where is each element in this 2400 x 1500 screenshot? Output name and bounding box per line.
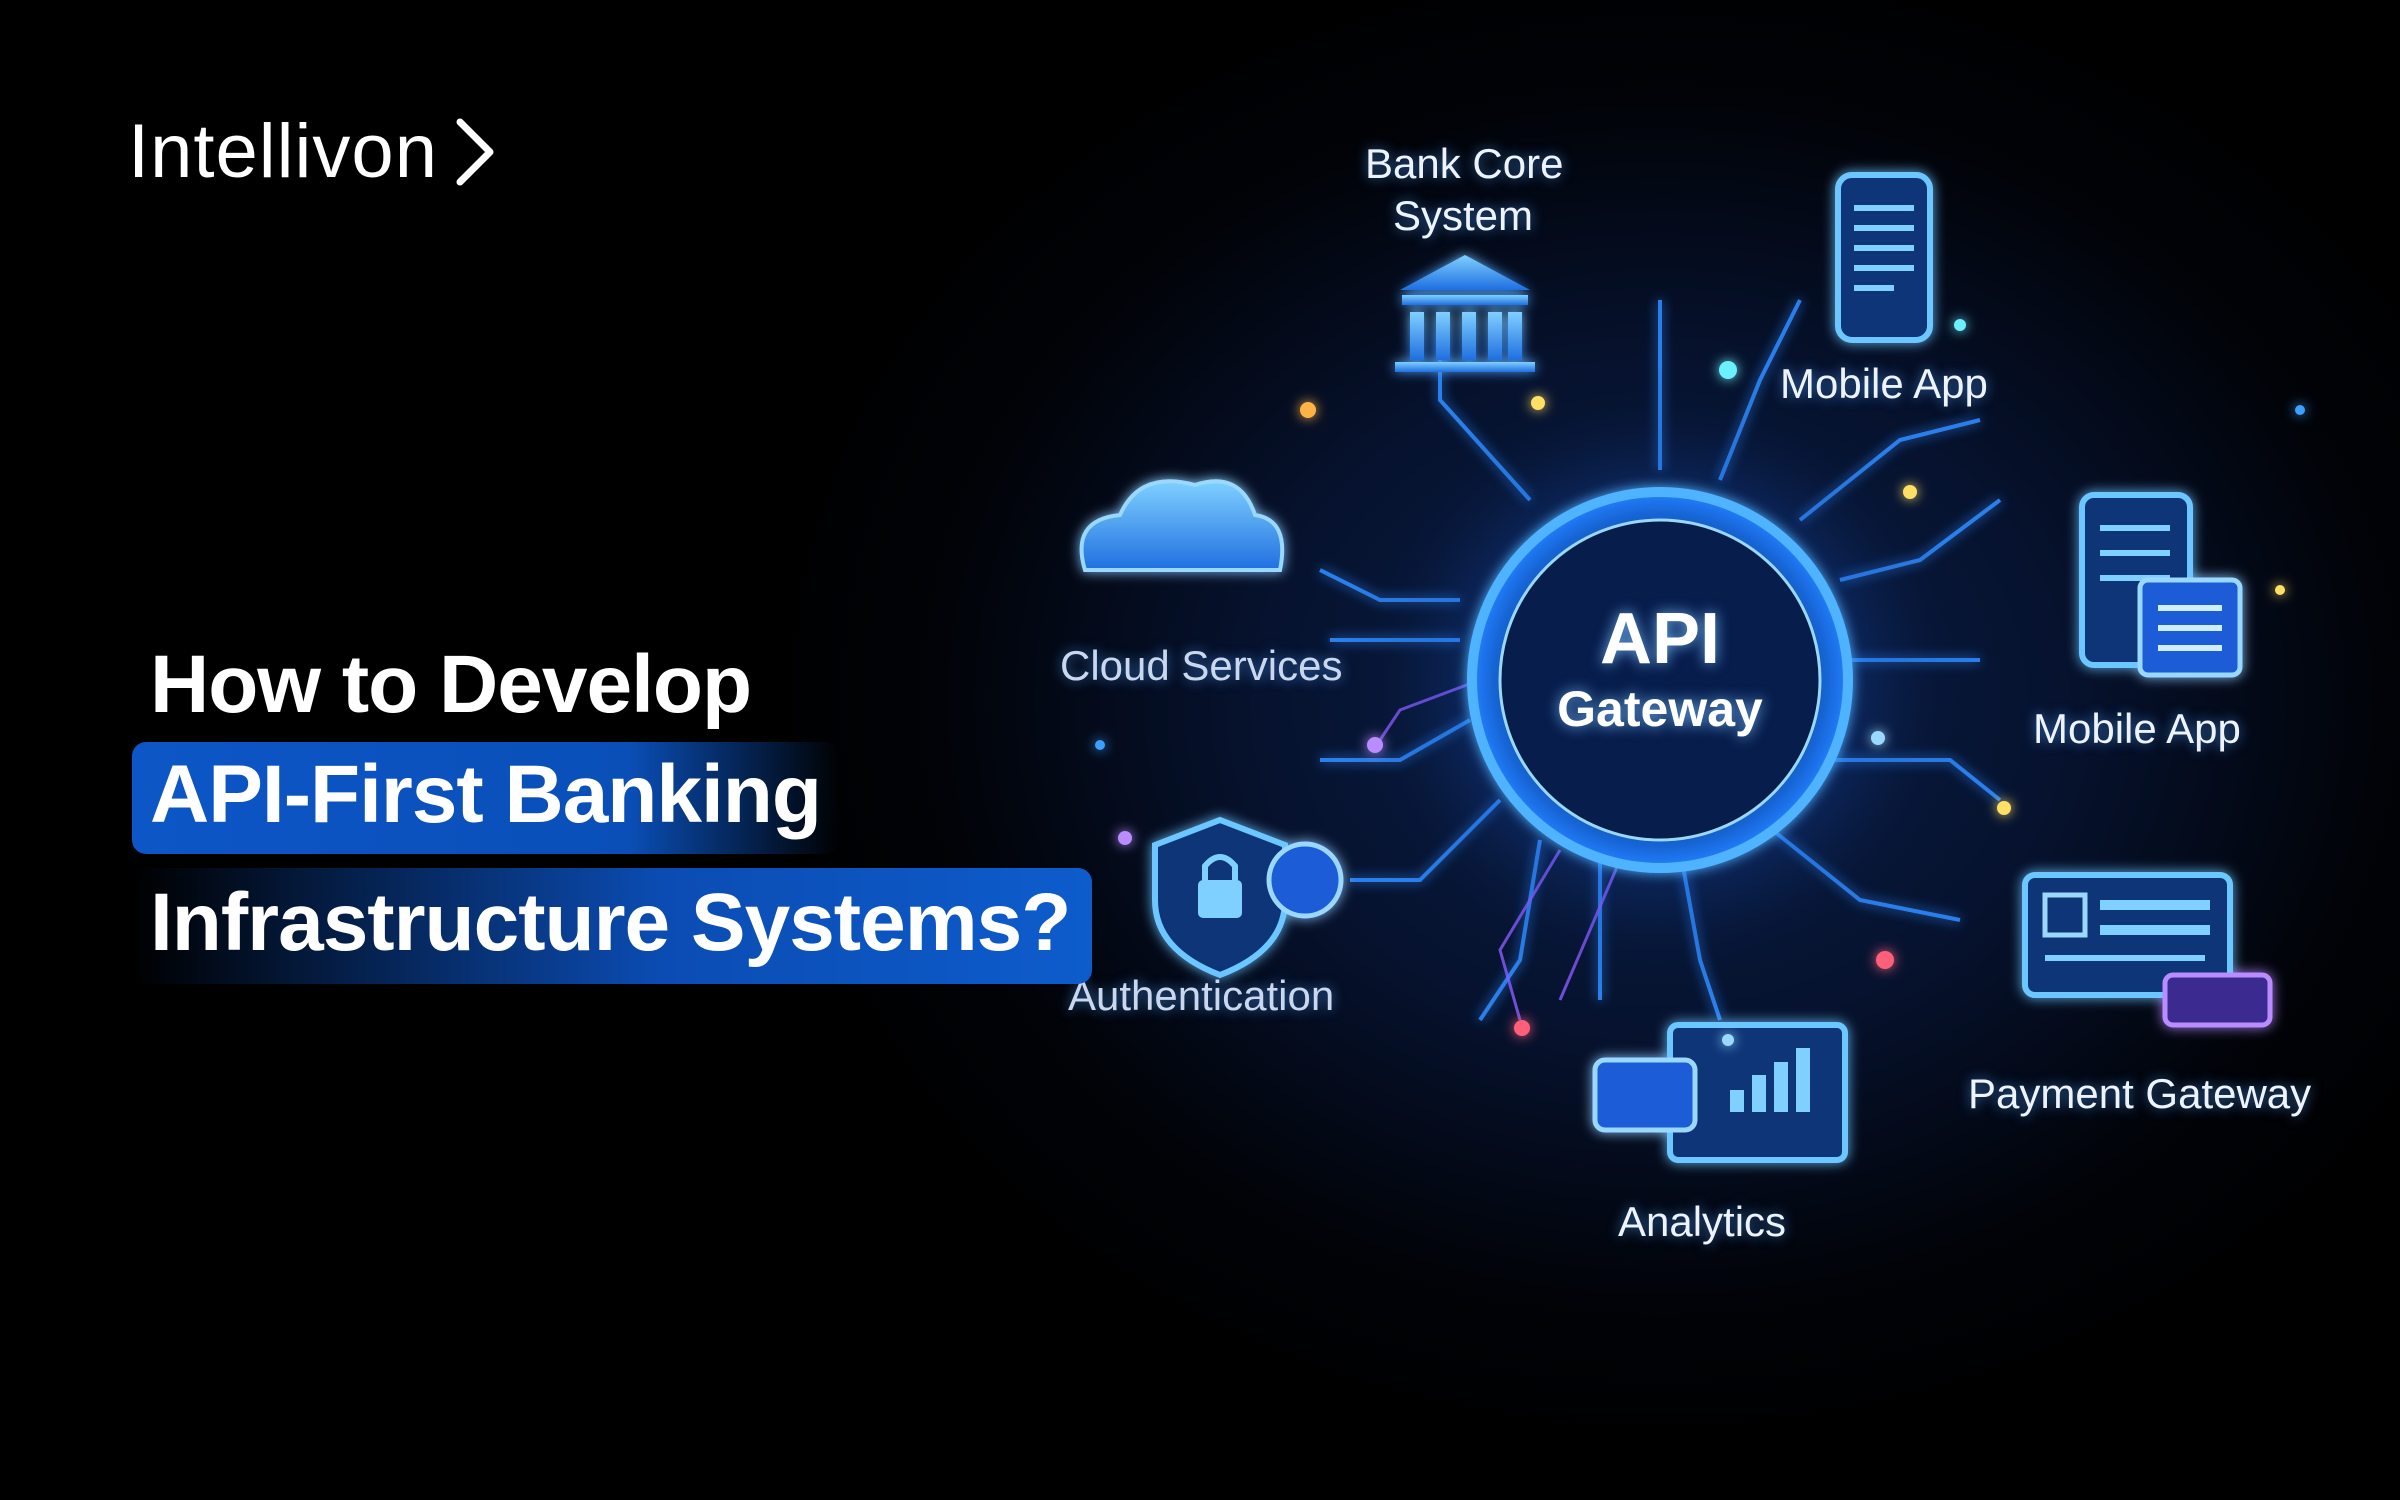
analytics-chart-icon [1592,1022,1848,1163]
brand-logo[interactable]: Intellivon [128,108,498,195]
headline-line-1: How to Develop [150,639,752,730]
shield-lock-icon [1152,816,1344,979]
chevron-right-icon [456,118,494,185]
payment-card-icon [2022,872,2273,1028]
node-mobile-app-top: Mobile App [1780,360,1988,407]
node-analytics: Analytics [1618,1198,1787,1245]
cloud-icon [1079,479,1285,572]
headline: How to Develop API-First Banking Infrast… [132,630,1093,984]
brand-name: Intellivon [128,109,438,194]
hub-core [1498,518,1822,842]
node-mobile-app-right: Mobile App [2033,705,2241,752]
tablet-document-icon [2079,492,2243,678]
smartphone-icon [1835,172,1933,343]
headline-line-3: Infrastructure Systems? [132,868,1093,984]
hub-title: API [1599,599,1721,679]
node-bank-core-line1: Bank Core [1365,140,1564,187]
node-bank-core-line2: System [1393,192,1534,239]
node-payment-gateway: Payment Gateway [1968,1070,2312,1117]
headline-line-2: API-First Banking [132,742,839,854]
node-cloud-services: Cloud Services [1060,642,1343,689]
hub-subtitle: Gateway [1557,681,1763,737]
node-authentication: Authentication [1068,972,1335,1019]
bank-building-icon [1395,255,1535,372]
glow-particles [1095,319,2305,1046]
